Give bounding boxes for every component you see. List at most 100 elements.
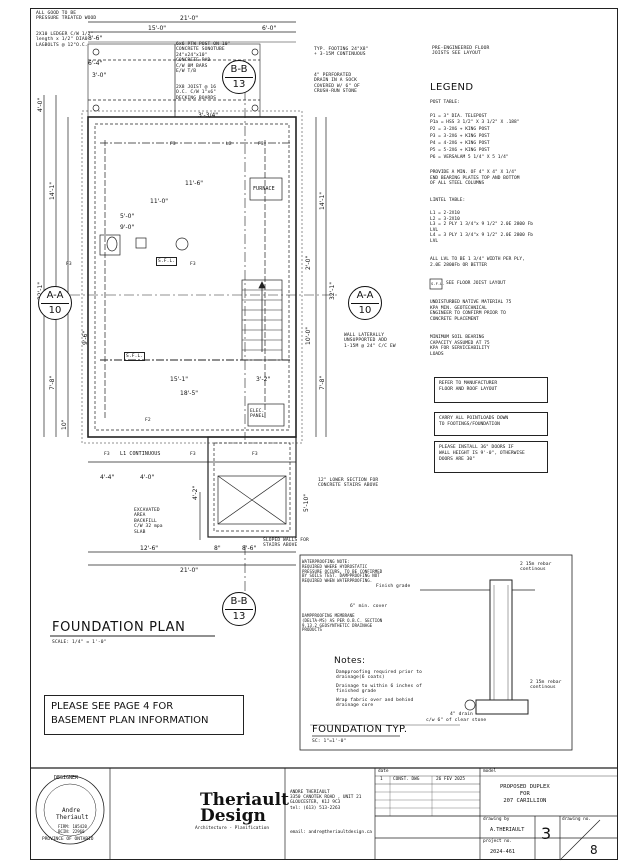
rebar-top-label: 2 15m rebar continous [520,562,552,573]
foundation-wall-inner [94,123,290,431]
sfl-tag-legend: S.F.L. [431,281,445,286]
dampproofing-note: DAMPPROOFING MEMBRANE (DELTA-MS) AS PER … [302,613,383,633]
excavated-note: EXCAVATED AREA BACKFILL C/W 32 mpa SLAB [134,508,163,535]
manufacturer-note-box: REFER TO MANUFACTURER FLOOR AND ROOF LAY… [434,377,548,403]
seal-firm: FIRM: 105420 [58,824,87,829]
dim-right-1: 14'-1" [319,191,326,210]
legend-title: LEGEND [430,82,474,93]
dim-right-4: 2'-0" [305,255,312,270]
dim-bot-1: 4'-4" [100,474,115,481]
sloped-walls-note: SLOPED WALLS FOR STAIRS ABOVE [263,538,309,549]
post-table-row: P4 = 4-2X6 + KING POST [430,141,490,146]
dim-bot-3: 4'-2" [192,485,199,500]
cover-label: 6" min. cover [350,604,388,609]
note-drain: 4" PERFORATED DRAIN IN A SOCK COVERED W/… [314,73,360,95]
drawing-sheet [30,8,618,860]
project-number: 2024-461 [490,849,515,855]
dim-right-6: 9'-6" [82,330,89,345]
furnace-label: FURNACE [253,186,275,192]
basement-notice-box: PLEASE SEE PAGE 4 FOR BASEMENT PLAN INFO… [44,695,244,735]
lintel-table-title: LINTEL TABLE: [430,198,466,203]
dim-left-4: 7'-8" [49,375,56,390]
footing-outline [81,110,303,444]
bearing-capacity-note: MINIMUM SOIL BEARING CAPACITY ASSUMED AT… [430,335,490,357]
dim-bot-8: 5'-10" [303,493,310,512]
dim-top2-4: 3'-3/4" [198,112,219,119]
revision-description: CONST. DWG [393,777,420,782]
lintel-continuous-label: L1 CONTINUOUS [120,451,161,457]
dim-int-4: 5'-0" [120,213,135,220]
dim-right-2: 32'-1" [329,281,336,300]
post-tag: F3 [252,452,258,457]
post-tag: L2 [226,142,232,147]
post-tag: F2 [145,418,151,423]
seal-province: PROVINCE OF ONTARIO [42,837,94,842]
sfl-legend-note: SEE FLOOR JOIST LAYOUT [446,281,506,286]
post-tag: F3 [190,452,196,457]
post-tag: F3 [258,142,264,147]
project-number-label: project no. [483,839,513,844]
dim-top2-1: 8'-6" [88,35,103,42]
dim-bot-5: 8'-6" [242,545,257,552]
soil-note: UNDISTURBED NATIVE MATERIAL 75 KPA MIN. … [430,300,512,322]
pointloads-note-box: CARRY ALL POINTLOADS DOWN TO FOOTINGS/FO… [434,412,548,436]
post-tag: F3 [104,452,110,457]
post-tag: F3 [170,142,176,147]
dim-bot-4: 12'-6" [140,545,159,552]
dim-bot-6: 8" [214,545,221,552]
note-ledger: 2X10 LEDGER C/W 1/2" length x 1/2" DIA0 … [36,32,94,48]
post-table-title: POST TABLE: [430,100,460,105]
post-table-row: P1a = HSS 3 1/2" X 3 1/2" X .188" [430,120,520,125]
dim-int-7: 3'-2" [256,376,271,383]
drawn-by-label: drawing by [483,817,510,822]
dim-int-1: 11'-0" [150,198,169,205]
dim-int-6: 18'-5" [180,390,199,397]
note-pressure-treated: ALL GOOD TO BE PRESSURE TREATED WOOD [36,11,97,22]
drain-label: 4" drain [450,712,473,717]
doors-note-box: PLEASE INSTALL 36" DOORS IF WALL HEIGHT … [434,441,548,473]
sheet-number: 3 [541,824,552,843]
lvl-note: ALL LVL TO BE 1 3/4" WIDTH PER PLY, 2.0E… [430,257,525,268]
dim-top2-2: 6'-4" [88,60,103,67]
sfl-tag-2: S.F.L. [124,352,146,362]
revision-number: 1 [380,777,383,782]
post-table-row: P5 = 5-2X6 + KING POST [430,148,490,153]
clear-stone-label: c/w 6" of clear stone [426,718,487,723]
dim-int-3: 9'-0" [120,224,135,231]
detail-note-item: Drainage to within 6 inches of finished … [336,684,422,695]
revision-date: 26 FEV 2025 [436,777,466,782]
seal-designer: DESIGNER [54,775,79,781]
note-preengineered: PRE-ENGINEERED FLOOR JOISTS SEE LAYOUT [432,46,490,57]
detail-scale: SC: 1"=1'-0" [312,739,347,744]
project-name: PROPOSED DUPLEX FOR 207 CARILLION [500,784,550,804]
company-email: email: andre@theriaultdesign.ca [290,830,372,835]
post-table-row: P2 = 3-2X6 + KING POST [430,127,490,132]
sheet-total: 8 [590,843,598,857]
finish-grade-label: Finish grade [376,584,411,589]
furnace-box [249,177,283,201]
detail-footing [475,699,529,715]
dim-top-1: 15'-0" [148,25,167,32]
seal-last-name: Theriault [56,814,89,821]
note-joist: 2X8 JOIST @ 16 O.C. C/W 1"x6" DECKING BO… [176,85,217,101]
dim-bot-7: 21'-0" [180,567,199,574]
bearing-plate-note: PROVIDE A MIN. OF 4" X 4" X 1/4" END BEA… [430,170,520,187]
dim-left-1: 4'-0" [37,97,44,112]
excavated-area [217,475,287,525]
waterproofing-note: WATERPROOFING NOTE: REQUIRED WHERE HYDRO… [302,559,383,584]
detail-frame [299,554,573,751]
note-deck-post: 6x6 PTW POST ON 10" CONCRETE SONOTUBE 24… [176,42,231,75]
dim-top-overall: 21'-0" [180,15,199,22]
sfl-tag-1: S.F.L. [156,257,178,267]
dim-right-5: 10'-0" [305,326,312,345]
dim-int-5: 15'-1" [170,376,189,383]
model-label: model [483,769,497,774]
dim-left-5: 10" [61,419,68,430]
post-table-row: P1 = 3" DIA. TELEPOST [430,114,487,119]
seal-first-name: Andre [62,807,81,814]
post-tag: F3 [66,262,72,267]
